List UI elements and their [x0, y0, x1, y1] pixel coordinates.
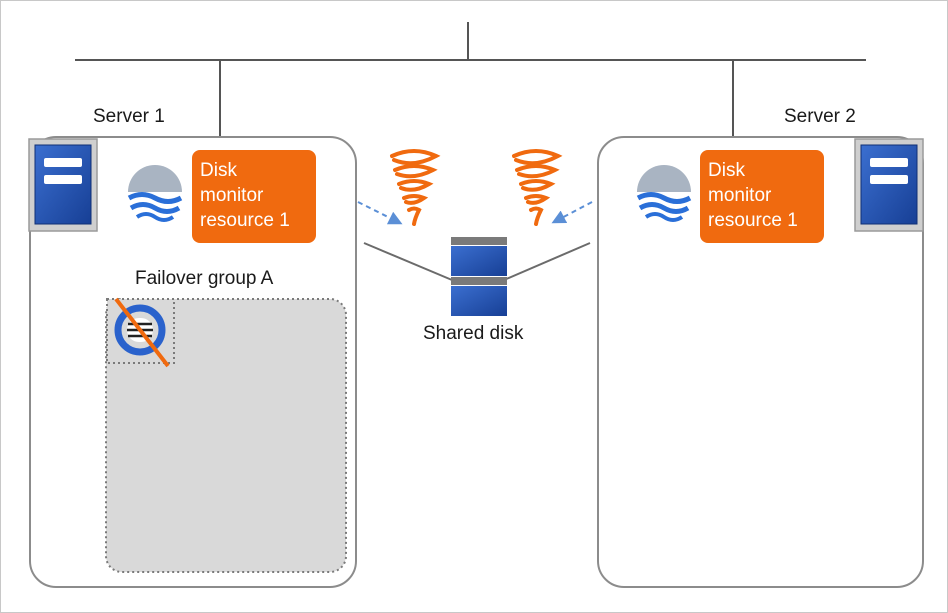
disk-monitor-icon	[636, 165, 692, 225]
disk-monitor-resource-server2: Disk monitor resource 1	[700, 150, 824, 243]
server-icon	[854, 138, 924, 232]
failover-group-area	[105, 298, 347, 573]
server1-label: Server 1	[93, 106, 165, 127]
disk-connections	[363, 242, 591, 281]
network-lines	[75, 22, 866, 137]
server2-label: Server 2	[784, 106, 856, 127]
disk-monitor-icon	[127, 165, 183, 225]
server-icon	[28, 138, 98, 232]
shared-disk-icon	[451, 237, 507, 316]
failed-resource-icon	[106, 297, 175, 368]
fault-spiral-icon	[512, 149, 563, 226]
failover-group-label: Failover group A	[135, 268, 274, 289]
fault-spiral-icon	[390, 149, 441, 226]
shared-disk-label: Shared disk	[423, 323, 524, 344]
server2-frame	[597, 136, 924, 588]
resource-line2: monitor	[708, 185, 772, 206]
resource-line1: Disk	[708, 160, 745, 181]
resource-line3: resource 1	[200, 210, 290, 231]
resource-line2: monitor	[200, 185, 264, 206]
resource-line1: Disk	[200, 160, 237, 181]
resource-line3: resource 1	[708, 210, 798, 231]
disk-monitor-resource-server1: Disk monitor resource 1	[192, 150, 316, 243]
monitor-arrows	[357, 201, 593, 225]
